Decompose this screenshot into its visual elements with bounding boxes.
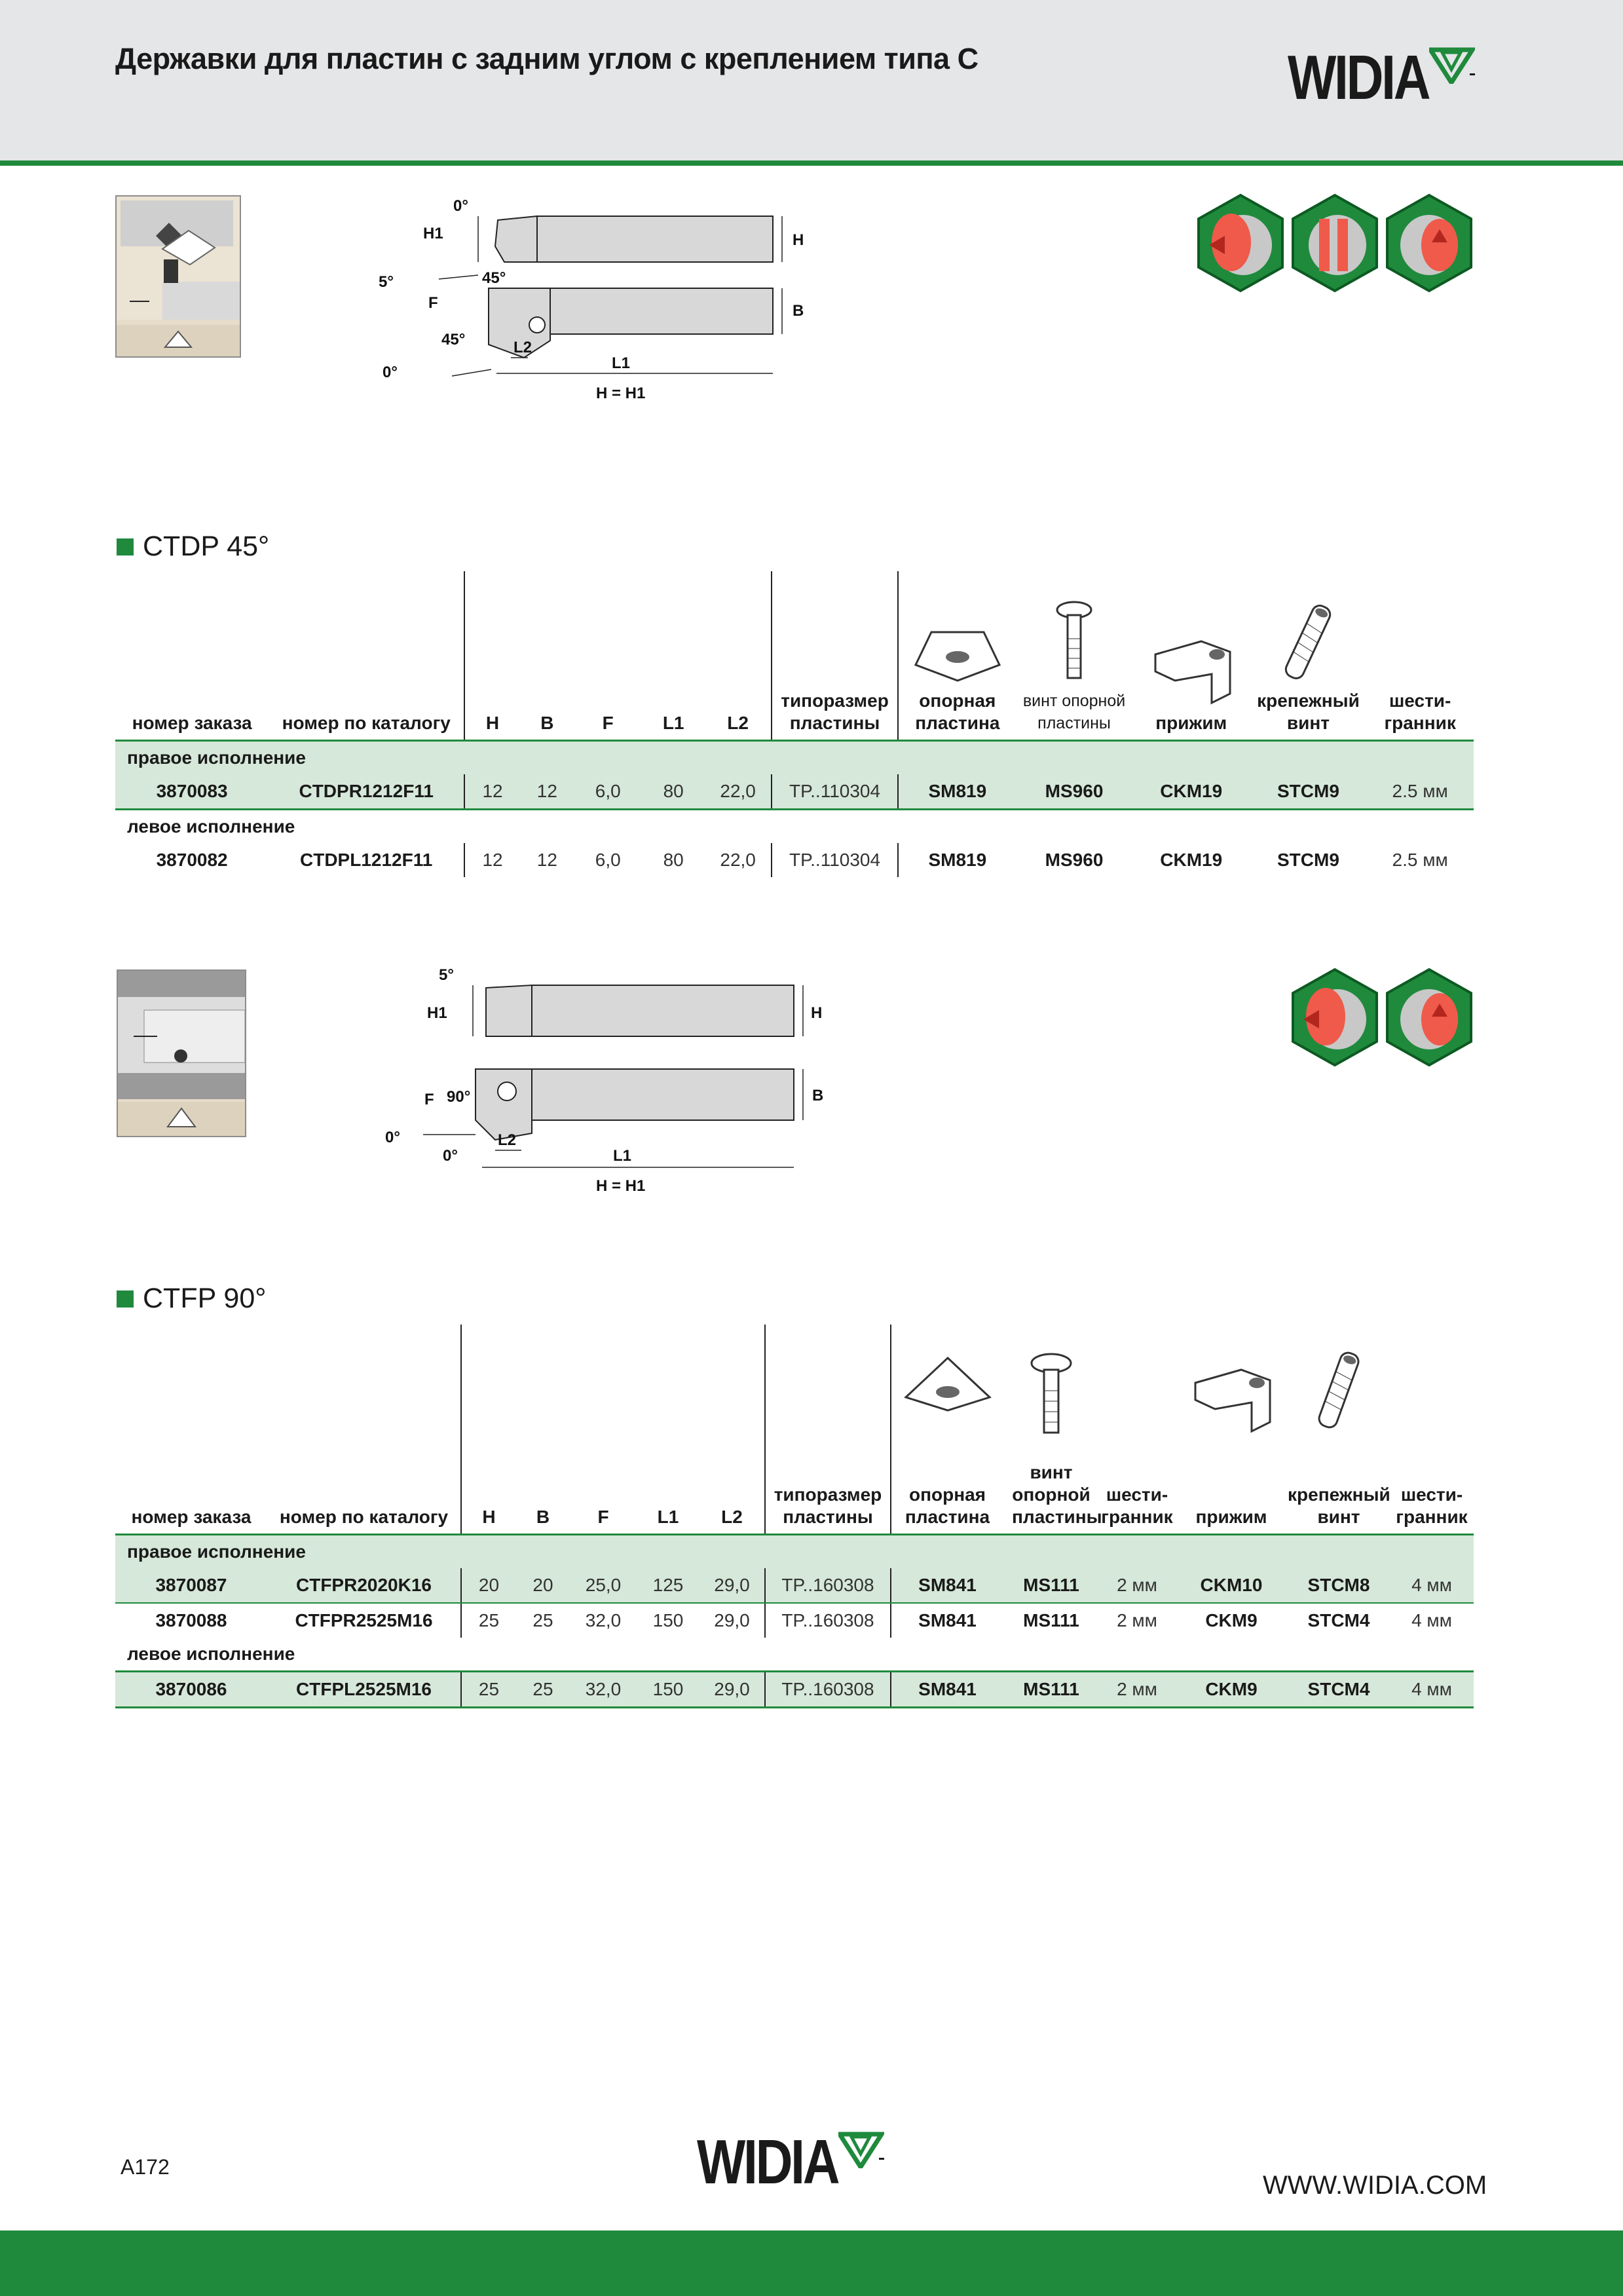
col-hex-key: шести-гранник <box>1366 571 1474 742</box>
dim2-h1: H1 <box>427 1004 447 1022</box>
col-h: H <box>460 1325 516 1535</box>
col-order-number: номер заказа <box>115 1325 267 1535</box>
section-marker <box>117 1290 134 1308</box>
col-l1: L1 <box>641 571 705 742</box>
internal-facing-icon <box>1386 968 1472 1067</box>
shim-plate-icon <box>914 631 1001 682</box>
col-clamp-screw: крепежный винт <box>1250 571 1367 742</box>
dim-angle-0: 0° <box>382 364 398 381</box>
col-insert-size: типоразмер пластины <box>770 571 899 742</box>
table-row: 3870082 CTDPL1212F11 12 12 6,0 80 22,0 T… <box>115 842 1474 877</box>
dim2-angle-90: 90° <box>447 1088 470 1106</box>
widia-v-mark-icon <box>1429 47 1475 84</box>
page-title: Державки для пластин с задним углом с кр… <box>115 42 979 75</box>
clamp-screw-icon <box>1285 604 1332 679</box>
operation-icons-2 <box>1292 968 1472 1067</box>
section-title-ctfp: CTFP 90° <box>117 1283 266 1315</box>
col-shim: опорная пластина <box>897 571 1017 742</box>
col-f: F <box>574 571 642 742</box>
clamp-screw-icon <box>1318 1351 1360 1428</box>
widia-v-mark-icon <box>838 2132 884 2168</box>
dim2-equation: H = H1 <box>596 1177 645 1195</box>
clamp-icon <box>1194 1368 1271 1433</box>
website-link[interactable]: WWW.WIDIA.COM <box>1263 2171 1487 2200</box>
table-header-row: номер заказа номер по каталогу H B F L1 … <box>115 1325 1474 1535</box>
dim-h: H <box>793 231 804 249</box>
footer-bar <box>0 2230 1623 2296</box>
col-l2: L2 <box>705 571 772 742</box>
table-row: 3870083 CTDPR1212F11 12 12 6,0 80 22,0 T… <box>115 774 1474 810</box>
table-header-row: номер заказа номер по каталогу H B F L1 … <box>115 571 1474 742</box>
col-shim-screw: винт опорной пластины <box>1016 571 1132 742</box>
col-clamp: прижим <box>1132 571 1250 742</box>
col-shim: опорная пластина <box>890 1325 1003 1535</box>
col-catalog-number: номер по каталогу <box>269 571 465 742</box>
dim2-l2: L2 <box>498 1131 516 1149</box>
page-number: A172 <box>121 2155 170 2179</box>
group-row-left: левое исполнение <box>115 1637 1474 1672</box>
spec-table-ctdp: номер заказа номер по каталогу H B F L1 … <box>115 571 1474 877</box>
table-row: 3870088 CTFPR2525M16 25 25 32,0 150 29,0… <box>115 1602 1474 1638</box>
col-b: B <box>519 571 574 742</box>
dim2-l1: L1 <box>613 1147 631 1165</box>
dim-angle-top: 0° <box>453 197 468 215</box>
dim-b: B <box>793 302 804 320</box>
col-hex-key: шести-гранник <box>1390 1325 1474 1535</box>
shim-screw-icon <box>1056 601 1092 679</box>
page-header: Державки для пластин с задним углом с кр… <box>0 0 1623 166</box>
dim-h1: H1 <box>423 225 443 242</box>
col-l1: L1 <box>637 1325 700 1535</box>
col-b: B <box>516 1325 570 1535</box>
col-hex-key-shim: шести-гранник <box>1099 1325 1175 1535</box>
table-row: 3870086 CTFPL2525M16 25 25 32,0 150 29,0… <box>115 1671 1474 1708</box>
spec-table-ctfp: номер заказа номер по каталогу H B F L1 … <box>115 1325 1474 1708</box>
col-shim-screw: винт опорной пластины <box>1003 1325 1102 1535</box>
dim2-angle-5: 5° <box>439 966 454 984</box>
section-title-ctdp: CTDP 45° <box>117 531 269 563</box>
dim2-b: B <box>812 1087 823 1104</box>
internal-turning-icon <box>1292 968 1378 1067</box>
turning-operation-sketch <box>117 197 240 356</box>
facing-icon <box>1386 193 1472 293</box>
dim2-f: F <box>424 1091 434 1108</box>
application-thumbnail-1 <box>115 195 241 358</box>
shim-screw-icon <box>1030 1353 1072 1433</box>
dim-l2: L2 <box>513 339 532 356</box>
group-row-right: правое исполнение <box>115 1534 1474 1568</box>
dim2-angle-0b: 0° <box>443 1147 458 1165</box>
col-f: F <box>570 1325 637 1535</box>
tool-dimension-drawing-1: 0° H1 H 5° F 45° B 45° L2 L1 0° H = H1 <box>379 197 804 402</box>
dim-angle-45b: 45° <box>441 331 465 348</box>
dim-l1: L1 <box>612 354 630 372</box>
shim-plate-icon <box>903 1356 992 1412</box>
col-l2: L2 <box>700 1325 765 1535</box>
widia-logo: WIDIA <box>1288 42 1475 114</box>
dim-angle-45a: 45° <box>482 269 506 287</box>
dim-f: F <box>428 294 438 312</box>
section-marker <box>117 538 134 555</box>
col-clamp: прижим <box>1175 1325 1288 1535</box>
application-thumbnail-2 <box>117 969 246 1137</box>
col-catalog-number: номер по каталогу <box>267 1325 461 1535</box>
col-insert-size: типоразмер пластины <box>764 1325 891 1535</box>
profiling-icon <box>1292 193 1378 293</box>
footer-widia-logo: WIDIA <box>697 2126 884 2198</box>
tool-dimension-drawing-2: 5° H1 H F 90° B 0° L2 0° L1 H = H1 <box>385 966 823 1195</box>
clamp-icon <box>1154 639 1231 704</box>
dim2-angle-0a: 0° <box>385 1129 400 1146</box>
longitudinal-turning-icon <box>1197 193 1284 293</box>
col-order-number: номер заказа <box>115 571 269 742</box>
boring-operation-sketch <box>118 971 246 1136</box>
col-clamp-screw: крепежный винт <box>1288 1325 1390 1535</box>
operation-icons-1 <box>1197 193 1472 293</box>
group-row-right: правое исполнение <box>115 740 1474 774</box>
dim-angle-5: 5° <box>379 273 394 291</box>
group-row-left: левое исполнение <box>127 816 295 837</box>
table-row: 3870087 CTFPR2020K16 20 20 25,0 125 29,0… <box>115 1568 1474 1604</box>
dim2-h: H <box>811 1004 822 1022</box>
dim-equation: H = H1 <box>596 385 645 402</box>
col-h: H <box>464 571 520 742</box>
